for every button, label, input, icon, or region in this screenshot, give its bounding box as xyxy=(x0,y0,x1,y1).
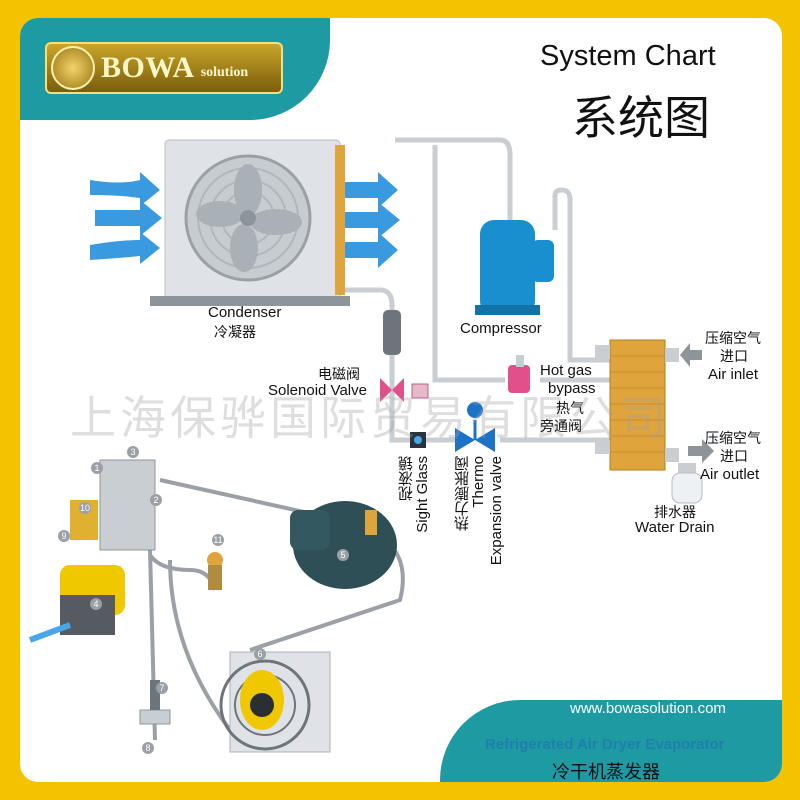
part-badge xyxy=(58,530,70,542)
air-outlet-label-zh-1: 压缩空气 xyxy=(705,430,761,446)
air-outlet-arrow xyxy=(688,439,714,463)
part-number: 9 xyxy=(61,531,66,541)
part-badge xyxy=(142,742,154,754)
air-outlet-label-zh-2: 进口 xyxy=(720,448,748,464)
compressor-label: Compressor xyxy=(460,320,542,337)
thermo-label-en-1: Thermo xyxy=(470,456,487,508)
condenser-label-en: Condenser xyxy=(208,304,282,321)
filter-drier xyxy=(383,310,401,355)
compressor xyxy=(475,220,554,315)
condenser-label-zh: 冷凝器 xyxy=(214,324,256,340)
air-inlet-label-zh-1: 压缩空气 xyxy=(705,330,761,346)
hotgas-label-zh-2: 旁通阀 xyxy=(540,418,582,434)
part-badge xyxy=(127,446,139,458)
part-number-badges: 1 2 3 4 5 6 7 8 9 10 11 xyxy=(58,446,349,754)
logo-suffix-text: solution xyxy=(200,65,249,80)
footer-caption-zh: 冷干机蒸发器 xyxy=(552,762,660,783)
sight-glass xyxy=(410,432,426,448)
part-number: 5 xyxy=(340,550,345,560)
sight-glass-label-en: Sight Glass xyxy=(414,456,431,533)
air-outflow-arrows xyxy=(345,172,400,268)
drain-label-en: Water Drain xyxy=(635,519,715,536)
footer-banner xyxy=(440,700,782,782)
part-badge xyxy=(212,534,224,546)
drain-label-zh: 排水器 xyxy=(654,504,696,520)
part-badge xyxy=(90,598,102,610)
air-outlet-label-en: Air outlet xyxy=(700,466,760,483)
part-badge xyxy=(337,549,349,561)
part-number: 7 xyxy=(159,683,164,693)
logo-badge-icon xyxy=(51,46,95,90)
hotgas-label-en-2: bypass xyxy=(548,380,596,397)
hot-gas-bypass-valve xyxy=(508,355,530,393)
solenoid-label-en: Solenoid Valve xyxy=(268,382,367,399)
heat-exchanger xyxy=(595,339,679,471)
air-inlet-label-en: Air inlet xyxy=(708,366,759,383)
bowa-logo: BOWA solution xyxy=(45,42,283,94)
company-watermark: 上海保骅国际贸易有限公司 xyxy=(70,391,670,445)
water-drain xyxy=(671,463,703,504)
lower-illustration xyxy=(28,459,397,753)
page-title-zh: 系统图 xyxy=(572,91,710,145)
part-badge xyxy=(91,462,103,474)
solenoid-valve xyxy=(380,378,429,402)
thermo-expansion-valve xyxy=(455,402,495,452)
part-number: 4 xyxy=(93,599,98,609)
thermo-label-en-2: Expansion valve xyxy=(488,456,505,566)
part-badge xyxy=(156,682,168,694)
hotgas-label-en-1: Hot gas xyxy=(540,362,592,379)
part-number: 6 xyxy=(257,649,262,659)
part-badge xyxy=(150,494,162,506)
air-inflow-arrows xyxy=(90,172,162,264)
part-number: 2 xyxy=(153,495,158,505)
footer-caption-en: Refrigerated Air Dryer Evaporator xyxy=(485,736,725,753)
part-number: 8 xyxy=(145,743,150,753)
air-inlet-arrow xyxy=(680,343,702,367)
page-title-en: System Chart xyxy=(540,40,716,72)
part-badge xyxy=(254,648,266,660)
condenser-unit xyxy=(150,139,350,306)
website-url: www.bowasolution.com xyxy=(570,700,726,717)
solenoid-label-zh: 电磁阀 xyxy=(318,366,360,382)
air-inlet-label-zh-2: 进口 xyxy=(720,348,748,364)
refrigerant-piping xyxy=(330,137,610,443)
part-badge xyxy=(79,502,91,514)
part-number: 11 xyxy=(213,535,222,545)
logo-brand-text: BOWA xyxy=(101,51,195,84)
hotgas-label-zh-1: 热气 xyxy=(556,400,584,416)
part-number: 3 xyxy=(130,447,135,457)
part-number: 10 xyxy=(80,503,90,513)
part-number: 1 xyxy=(94,463,99,473)
